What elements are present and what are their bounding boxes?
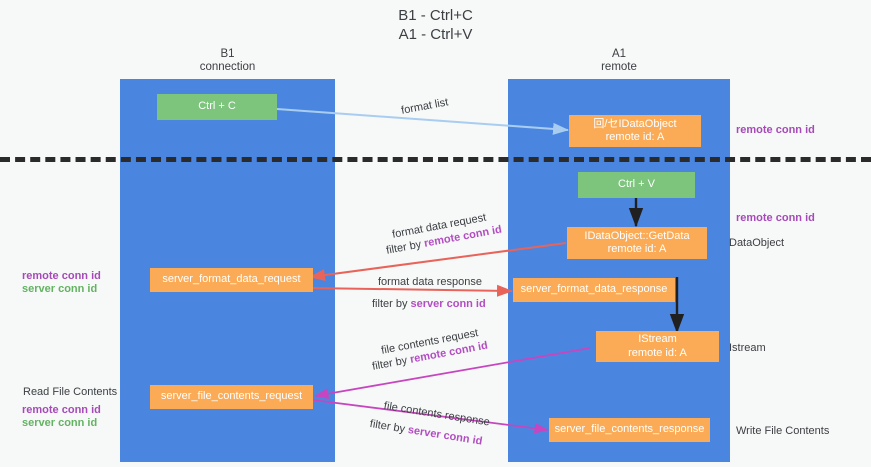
box-getdata-title: IDataObject::GetData bbox=[584, 229, 690, 242]
filter-prefix: filter by bbox=[371, 353, 412, 373]
box-ctrl-c[interactable]: Ctrl + C bbox=[157, 94, 277, 120]
annotation-left-server-conn-id-mid: server conn id bbox=[22, 283, 98, 295]
filter-key-server-conn-id: server conn id bbox=[410, 298, 486, 310]
annotation-left-read-file-contents: Read File Contents bbox=[23, 386, 118, 398]
edge-label-format-data-response-filter: filter by server conn id bbox=[372, 297, 486, 312]
box-istream[interactable]: IStream remote id: A bbox=[596, 331, 719, 362]
annotation-right-write-file-contents: Write File Contents bbox=[736, 425, 830, 437]
box-server-file-contents-response[interactable]: server_file_contents_response bbox=[549, 418, 710, 442]
box-idataobject-subtitle: remote id: A bbox=[605, 131, 665, 143]
box-istream-title: IStream bbox=[638, 333, 677, 345]
edge-label-format-data-response: format data response bbox=[378, 276, 482, 288]
lane-header-b1: B1 connection bbox=[199, 48, 256, 73]
annotation-right-remote-conn-id-mid: remote conn id bbox=[736, 212, 815, 224]
box-idataobject-title: 回/セIDataObject bbox=[593, 117, 677, 130]
filter-prefix: filter by bbox=[385, 237, 426, 257]
edge-label-format-list: format list bbox=[400, 96, 450, 117]
filter-prefix: filter by bbox=[372, 298, 411, 310]
box-getdata-subtitle: remote id: A bbox=[607, 243, 667, 255]
annotation-right-istream: Istream bbox=[729, 342, 766, 354]
annotation-right-remote-conn-id-top: remote conn id bbox=[736, 124, 815, 136]
box-idataobject[interactable]: 回/セIDataObject remote id: A bbox=[569, 115, 701, 147]
diagram-title: B1 - Ctrl+C A1 - Ctrl+V bbox=[398, 7, 473, 43]
box-ctrl-v[interactable]: Ctrl + V bbox=[578, 172, 695, 198]
annotation-left-remote-conn-id-mid: remote conn id bbox=[22, 270, 101, 282]
box-istream-subtitle: remote id: A bbox=[628, 346, 687, 359]
box-server-format-data-request[interactable]: server_format_data_request bbox=[150, 268, 313, 292]
box-server-format-data-response[interactable]: server_format_data_response bbox=[513, 278, 675, 302]
box-server-file-contents-request[interactable]: server_file_contents_request bbox=[150, 385, 313, 409]
lane-header-a1: A1 remote bbox=[601, 48, 637, 73]
box-idataobject-getdata[interactable]: IDataObject::GetData remote id: A bbox=[567, 227, 707, 259]
annotation-left-remote-conn-id-bot: remote conn id bbox=[22, 404, 101, 416]
annotation-right-dataobject: DataObject bbox=[729, 237, 785, 249]
annotation-left-server-conn-id-bot: server conn id bbox=[22, 417, 98, 429]
phase-divider bbox=[0, 157, 871, 162]
filter-prefix: filter by bbox=[368, 417, 409, 436]
